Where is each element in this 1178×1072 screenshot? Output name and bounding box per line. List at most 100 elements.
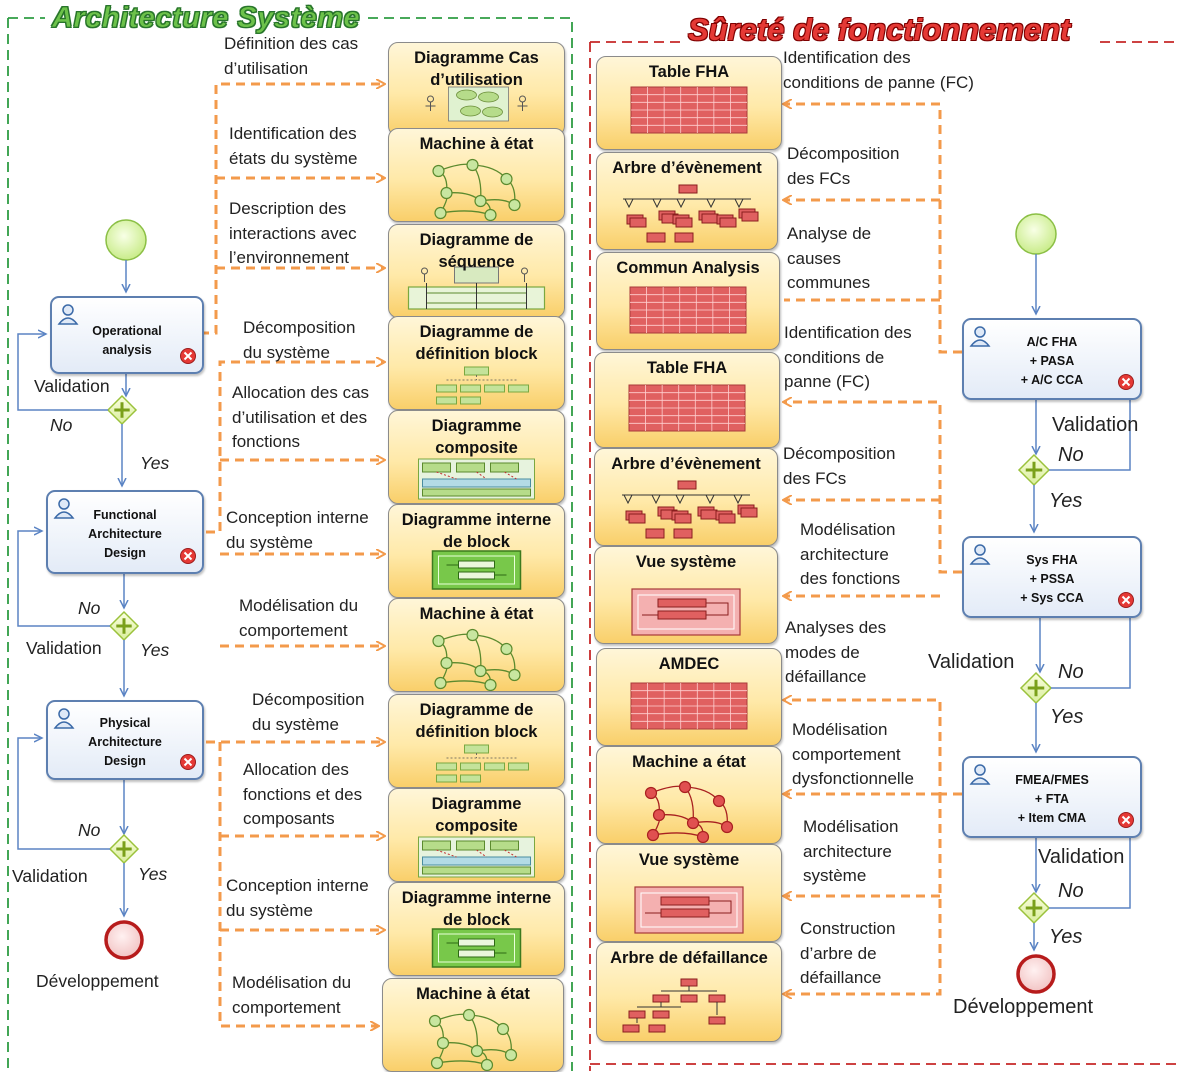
red-state-machine-icon [644, 780, 734, 843]
arrow-label-line: causes [787, 248, 841, 268]
left-artifact-box: Machine à état [388, 598, 565, 692]
task-label-line: + FTA [1034, 791, 1070, 806]
artifact-title-line: Diagramme interne [401, 511, 552, 529]
internal-block-icon [431, 928, 522, 968]
orange-arrow [784, 104, 962, 354]
flow-label-end: Développement [36, 971, 159, 991]
block-definition-icon [436, 744, 529, 783]
artifact-title-line: Diagramme interne [401, 889, 552, 907]
user-task-icon [53, 498, 196, 564]
artifact-title-line: Arbre d’évènement [611, 455, 761, 473]
artifact-title-line: Commun Analysis [616, 259, 760, 277]
task-label-line: A/C FHA [1026, 334, 1078, 349]
artifact-title-line: Machine à état [416, 985, 530, 1003]
left-arrow-label: Conception interne du système [226, 874, 369, 923]
artifact-title-line: Vue système [638, 851, 740, 869]
system-view-icon [634, 886, 744, 934]
artifact-title-line: de block [443, 533, 510, 551]
flow-label-no: No [78, 598, 101, 618]
flow-label-yes: Yes [138, 864, 168, 884]
artifact-title-line: Vue système [635, 553, 737, 571]
task-label-line: + Item CMA [1017, 810, 1087, 825]
arrow-label-line: comportement [239, 620, 348, 640]
end-event [104, 920, 144, 960]
artifact-title-line: séquence [438, 253, 515, 271]
internal-block-icon [431, 550, 522, 590]
arrow-label-line: Modélisation [792, 720, 888, 739]
arrow-label-line: Allocation des cas [232, 383, 370, 402]
flow-line [17, 738, 110, 850]
arrow-label-line: Décomposition [252, 690, 365, 709]
task-label: Sys FHA+ PSSA+ Sys CCA [964, 551, 1140, 608]
arrow-label-line: Identification des [229, 124, 357, 143]
flow-label-validation: Validation [12, 866, 88, 886]
arrow-label-line: du système [252, 714, 339, 734]
artifact-title: Table FHA [595, 357, 779, 379]
artifact-title-line: Diagramme de [419, 231, 534, 249]
right-artifact-box: Table FHA [594, 352, 780, 448]
task-label-line: Functional [93, 507, 157, 522]
task-label: FMEA/FMES+ FTA+ Item CMA [964, 771, 1140, 828]
artifact-title-line: Arbre de défaillance [610, 949, 768, 967]
user-task-icon [53, 708, 196, 770]
arrow-label-line: composants [243, 809, 335, 828]
right-artifact-box: Arbre d’évènement [594, 448, 778, 546]
arrow-label-line: Identification des [783, 48, 911, 67]
arrow-label-line: du système [226, 532, 313, 552]
arrow-label-line: défaillance [785, 667, 867, 686]
orange-arrow [200, 84, 384, 335]
arrow-label-line: Conception interne [226, 876, 369, 895]
artifact-title: Machine à état [389, 603, 564, 625]
artifact-title-line: Machine à état [419, 135, 534, 153]
artifact-title: Arbre d’évènement [595, 453, 777, 475]
left-arrow-label: Décomposition du système [252, 688, 364, 737]
arrow-label-line: du système [226, 900, 313, 920]
task-label-line: Physical [99, 715, 151, 730]
arrow-label-line: comportement [232, 997, 341, 1017]
arrow-label-line: conditions de panne (FC) [783, 72, 974, 92]
orange-arrow [784, 402, 962, 574]
artifact-title-line: Diagramme [431, 417, 522, 435]
block-definition-icon [436, 366, 529, 405]
user-task-icon [969, 764, 1134, 828]
artifact-title: AMDEC [597, 653, 781, 675]
arrow-label-line: panne (FC) [784, 372, 870, 391]
artifact-title: Table FHA [597, 61, 781, 83]
arrow-label-line: d’arbre de [800, 943, 877, 963]
right-artifact-box: Table FHA [596, 56, 782, 150]
left-artifact-box: Diagramme de séquence [388, 224, 565, 318]
user-task-icon [969, 544, 1134, 608]
user-task-icon [969, 326, 1134, 390]
arrow-label-line: Modélisation du [239, 596, 359, 615]
gateway-plus-icon [1025, 899, 1043, 917]
flow-label-no: No [1058, 661, 1084, 683]
artifact-title: Vue système [595, 551, 777, 573]
artifact-title-line: Arbre d’évènement [612, 159, 762, 177]
artifact-title-line: Diagramme de [419, 701, 534, 719]
task-label-line: analysis [102, 343, 152, 357]
task-label-line: + PSSA [1029, 571, 1075, 586]
flow-label-validation: Validation [1038, 846, 1125, 868]
task-label-line: + A/C CCA [1020, 372, 1084, 387]
arrow-label-line: Identification des [784, 323, 912, 342]
system-view-icon [631, 588, 741, 636]
user-task-icon [57, 304, 196, 364]
end-event [1016, 954, 1056, 994]
arrow-label-line: Décomposition [787, 144, 900, 163]
artifact-title: Machine à état [383, 983, 563, 1005]
artifact-title-line: Diagramme de [419, 323, 534, 341]
task-label-line: Architecture [88, 526, 162, 541]
flow-label-yes: Yes [1050, 706, 1084, 728]
